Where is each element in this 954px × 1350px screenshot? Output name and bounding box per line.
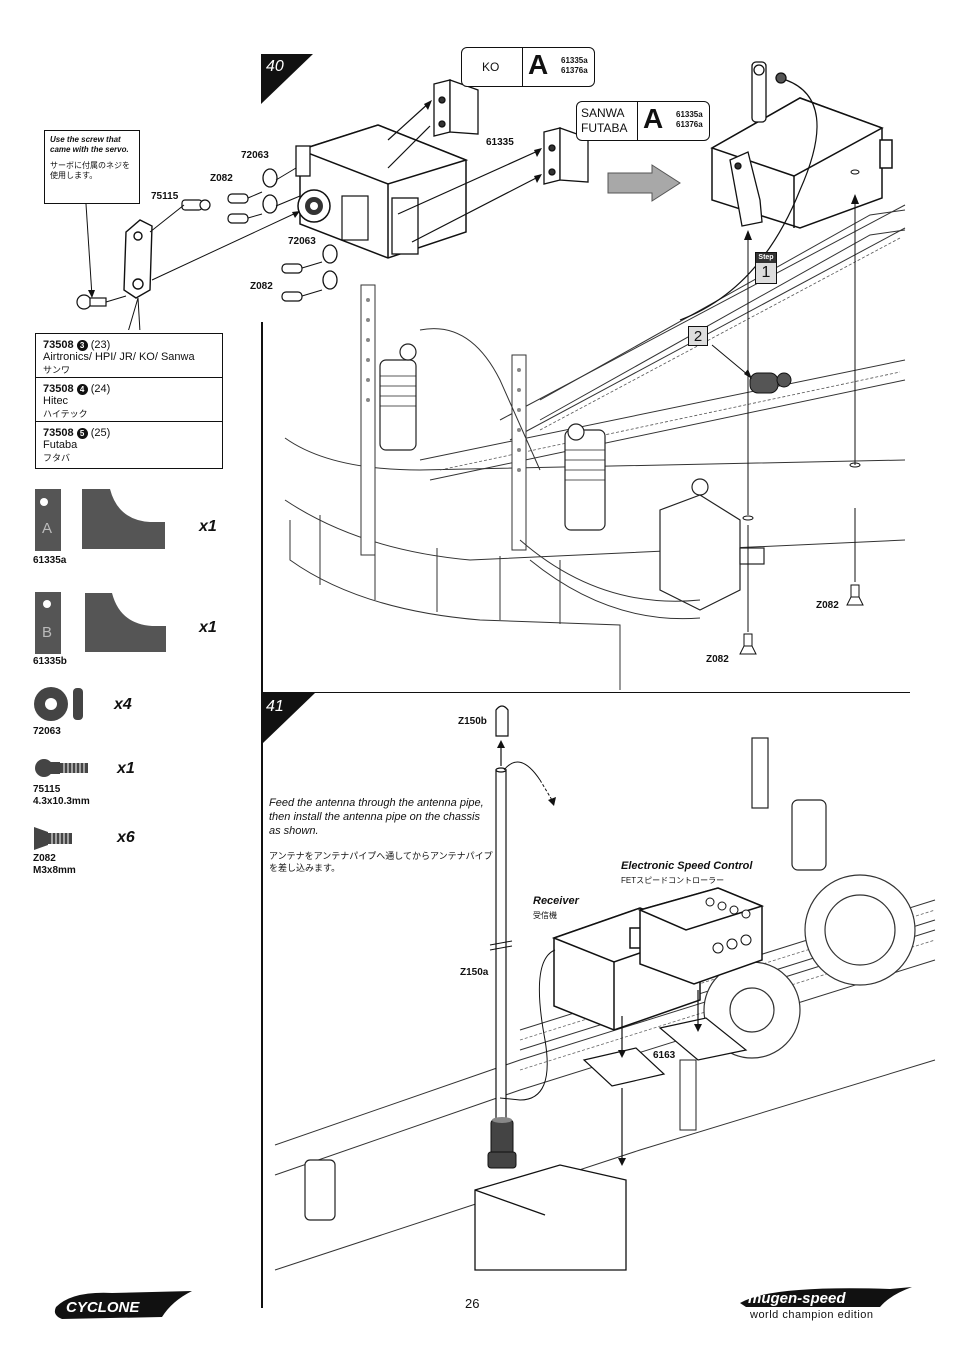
servo-jp-1: サンワ — [43, 365, 71, 375]
mount-box-ko: KO A 61335a 61376a — [461, 47, 595, 87]
servo-qty-3: (25) — [90, 427, 111, 439]
step-40-number: 40 — [266, 58, 284, 75]
servo-row-3: 73508 5 (25) Futaba フタバ — [36, 422, 222, 468]
mount-box-sf-names: SANWA FUTABA — [581, 106, 627, 136]
qty-75115: x1 — [117, 760, 135, 777]
servo-brands-3: Futaba — [43, 439, 78, 451]
servo-assembly-drawing — [76, 79, 589, 330]
mount-box-ko-code-1: 61335a — [561, 56, 588, 65]
screw-note: Use the screw that came with the servo. … — [44, 130, 140, 204]
gray-arrow-icon — [607, 164, 681, 202]
step-40-tab — [261, 54, 313, 104]
mugen-logo: mugen-speed world champion edition — [740, 1285, 915, 1325]
step-divider — [263, 692, 910, 693]
label-6163: 6163 — [653, 1050, 676, 1061]
mount-box-sf-name-2: FUTABA — [581, 121, 628, 135]
mount-box-sf-code-2: 61376a — [676, 120, 703, 129]
screw-note-en: Use the screw that came with the servo. — [50, 135, 129, 154]
mount-letter-a: A — [42, 520, 53, 537]
mount-box-sf-code-1: 61335a — [676, 110, 703, 119]
screw-note-jp: サーボに付属のネジを使用します。 — [50, 161, 130, 180]
label-61335: 61335 — [486, 137, 514, 148]
callout-2: 2 — [688, 326, 708, 346]
servo-row-1: 73508 3 (23) Airtronics/ HPI/ JR/ KO/ Sa… — [36, 334, 222, 378]
mount-box-ko-codes: 61335a 61376a — [561, 56, 588, 76]
servo-horn-table: 73508 3 (23) Airtronics/ HPI/ JR/ KO/ Sa… — [35, 333, 223, 469]
esc-label-en: Electronic Speed Control — [621, 860, 753, 872]
mount-box-sanwa-futaba: SANWA FUTABA A 61335a 61376a — [576, 101, 710, 141]
code-z082-id: Z082 — [33, 853, 56, 864]
label-72063-top: 72063 — [241, 150, 269, 161]
step-badge-label: Step — [756, 253, 776, 263]
mount-box-sf-letter: A — [643, 103, 664, 134]
label-z150a: Z150a — [460, 967, 489, 978]
qty-72063: x4 — [114, 696, 132, 713]
receiver-label-jp: 受信機 — [533, 911, 557, 920]
step40-chassis-drawing — [284, 61, 906, 690]
label-z150b: Z150b — [458, 716, 487, 727]
mount-box-ko-code-2: 61376a — [561, 66, 588, 75]
qty-61335a: x1 — [199, 518, 217, 535]
step-badge-1: Step 1 — [755, 252, 777, 284]
code-61335b: 61335b — [33, 656, 67, 667]
servo-code-1: 73508 — [43, 339, 74, 351]
servo-qty-2: (24) — [90, 383, 111, 395]
servo-brands-1: Airtronics/ HPI/ JR/ KO/ Sanwa — [43, 351, 195, 363]
servo-variant-1: 3 — [76, 339, 88, 351]
code-75115-size: 4.3x10.3mm — [33, 796, 90, 807]
step-41-tab — [263, 693, 315, 743]
mount-box-sf-codes: 61335a 61376a — [676, 110, 703, 130]
code-z082-size: M3x8mm — [33, 865, 76, 876]
esc-label-jp: FETスピードコントローラー — [621, 876, 725, 885]
label-z082-bottom-left: Z082 — [706, 654, 729, 665]
label-75115: 75115 — [151, 191, 179, 202]
servo-row-2: 73508 4 (24) Hitec ハイテック — [36, 378, 222, 422]
step41-caption-en: Feed the antenna through the antenna pip… — [269, 797, 484, 837]
servo-brands-2: Hitec — [43, 395, 69, 407]
qty-z082: x6 — [117, 829, 135, 846]
parts-list-drawings — [34, 489, 166, 850]
mugen-logo-mark: mugen-speed — [740, 1287, 912, 1307]
mugen-logo-subtitle: world champion edition — [750, 1309, 874, 1321]
receiver-label-en: Receiver — [533, 895, 579, 907]
servo-variant-3: 5 — [76, 427, 88, 439]
mount-box-sf-sep — [637, 102, 638, 140]
servo-variant-2: 4 — [76, 383, 88, 395]
label-z082-bottom: Z082 — [250, 281, 273, 292]
code-z082: Z082 M3x8mm — [33, 853, 76, 877]
label-72063-bottom: 72063 — [288, 236, 316, 247]
code-75115: 75115 4.3x10.3mm — [33, 784, 90, 808]
mount-box-ko-name: KO — [482, 60, 500, 74]
mugen-logo-text: mugen-speed — [748, 1290, 846, 1307]
servo-code-2: 73508 — [43, 383, 74, 395]
cyclone-logo-text: CYCLONE — [66, 1299, 140, 1316]
servo-jp-3: フタバ — [43, 453, 71, 463]
mount-letter-b: B — [42, 624, 53, 641]
servo-code-3: 73508 — [43, 427, 74, 439]
step41-caption-jp: アンテナをアンテナパイプへ通してからアンテナパイプを差し込みます。 — [269, 851, 493, 873]
servo-jp-2: ハイテック — [43, 409, 88, 419]
servo-qty-1: (23) — [90, 339, 111, 351]
code-72063: 72063 — [33, 726, 61, 737]
step41-chassis-drawing — [274, 705, 936, 1271]
mount-box-ko-letter: A — [528, 49, 549, 80]
label-z082-bottom-right: Z082 — [816, 600, 839, 611]
code-75115-id: 75115 — [33, 784, 61, 795]
mount-box-ko-sep — [522, 48, 523, 86]
mount-box-sf-name-1: SANWA — [581, 106, 625, 120]
label-z082-top: Z082 — [210, 173, 233, 184]
page-number: 26 — [465, 1296, 480, 1311]
code-61335a: 61335a — [33, 555, 67, 566]
step-41-number: 41 — [266, 698, 284, 715]
column-divider — [261, 322, 263, 1308]
qty-61335b: x1 — [199, 619, 217, 636]
step-badge-number: 1 — [761, 264, 771, 281]
cyclone-logo: CYCLONE — [54, 1291, 192, 1319]
